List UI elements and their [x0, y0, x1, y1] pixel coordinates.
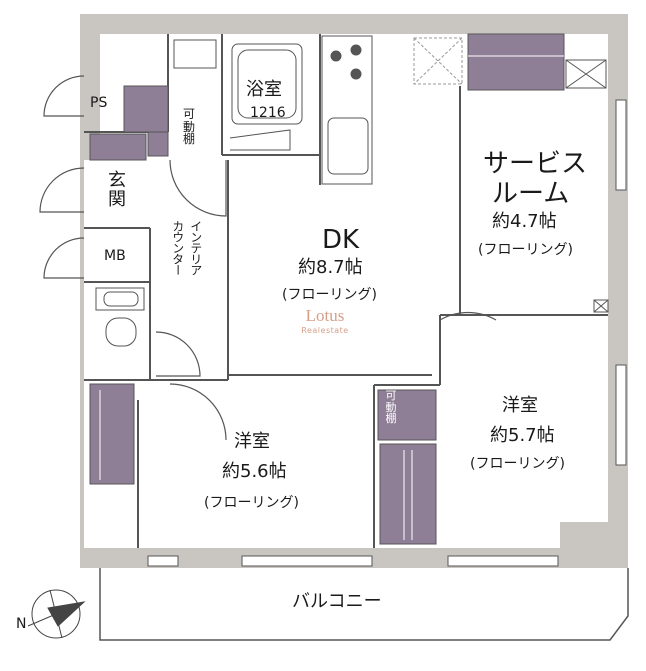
windows	[147, 99, 627, 567]
storage-west	[89, 383, 135, 485]
storage-units	[89, 33, 565, 545]
watermark: Lotus Realestate	[285, 306, 365, 335]
counter-line1: インテリア	[188, 220, 203, 275]
service-line1: サービス	[483, 149, 588, 179]
bath-label: 浴室	[246, 79, 282, 100]
shelf-bath-char: 動	[182, 119, 195, 134]
west-room-floor: (フローリング)	[204, 495, 299, 511]
storage-ps	[123, 85, 169, 133]
watermark-subtitle: Realestate	[301, 326, 349, 335]
storage-shelf-bath	[147, 131, 169, 157]
service-size: 約4.7帖	[492, 211, 557, 232]
toilet	[95, 287, 145, 347]
west-room-size: 約5.6帖	[222, 461, 287, 482]
east-room-label: 洋室	[502, 395, 538, 416]
east-room-floor: (フローリング)	[470, 456, 565, 472]
entrance-label: 玄 関	[106, 170, 128, 210]
balcony-outline	[99, 568, 629, 641]
entrance-char: 玄	[108, 170, 126, 191]
east-room-size: 約5.7帖	[490, 425, 555, 446]
storage-shelf-east	[377, 389, 437, 441]
service-line2: ルーム	[492, 179, 570, 209]
balcony-label: バルコニー	[292, 591, 382, 612]
shelf-bath-char: 棚	[182, 132, 195, 147]
storage-east	[379, 443, 437, 545]
shelf-east-label: 可 動 棚	[384, 390, 398, 425]
mb-label: MB	[104, 248, 126, 264]
shelf-east-char: 棚	[385, 412, 397, 426]
dk-size: 約8.7帖	[298, 257, 363, 278]
storage-entrance	[89, 133, 147, 161]
ps-label: PS	[90, 95, 108, 111]
compass-icon	[27, 589, 86, 639]
compass-label: N	[16, 616, 27, 632]
doors	[39, 75, 497, 441]
shelf-east-char: 可	[385, 389, 397, 402]
service-floor: (フローリング)	[478, 242, 573, 258]
interior-walls	[84, 34, 608, 548]
watermark-title: Lotus	[305, 306, 345, 325]
dk-label: DK	[322, 225, 360, 255]
shelf-east-char: 動	[385, 400, 397, 414]
west-room-label: 洋室	[234, 431, 270, 452]
bath-size: 1216	[250, 105, 286, 121]
dk-floor: (フローリング)	[282, 287, 377, 303]
floor-area	[100, 34, 608, 548]
kitchen	[321, 35, 373, 185]
entrance-char: 関	[108, 188, 126, 210]
shelf-bath-char: 可	[182, 107, 195, 121]
storage-service	[467, 33, 565, 91]
counter-line2: カウンター	[170, 220, 185, 275]
shelf-bath-label: 可 動 棚	[182, 108, 196, 146]
bath-fixtures	[173, 39, 303, 151]
